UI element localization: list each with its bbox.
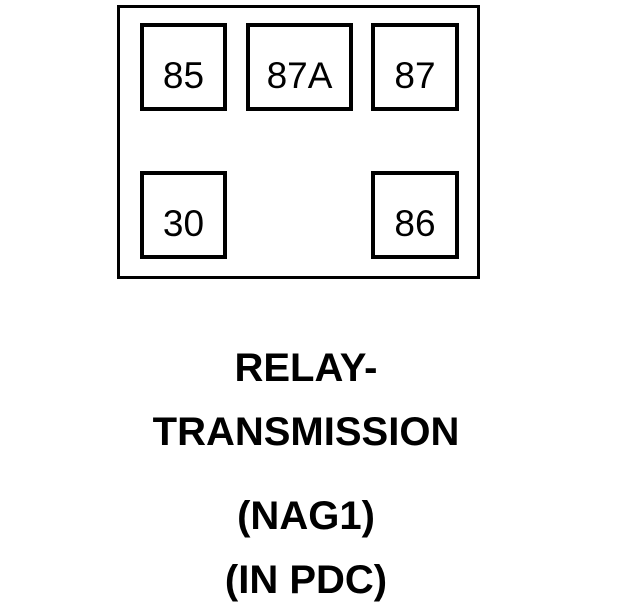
terminal-box-86[interactable]: 86: [371, 171, 459, 259]
caption-line-application: (NAG1): [237, 494, 375, 538]
relay-connector-outline: 85 87A 87 30 86: [117, 5, 480, 279]
caption-line-location: (IN PDC): [224, 558, 388, 602]
terminal-box-87a[interactable]: 87A: [246, 23, 353, 111]
terminal-label-86: 86: [394, 202, 436, 244]
terminal-box-87[interactable]: 87: [371, 23, 459, 111]
terminal-label-87a: 87A: [266, 54, 333, 96]
terminal-label-85: 85: [162, 54, 205, 96]
terminal-box-85[interactable]: 85: [140, 23, 227, 111]
terminal-label-87: 87: [394, 54, 436, 96]
caption-line-component-type: RELAY-: [234, 346, 378, 390]
relay-caption: RELAY- TRANSMISSION (NAG1) (IN PDC): [0, 336, 612, 612]
terminal-box-30[interactable]: 30: [140, 171, 227, 259]
terminal-label-30: 30: [162, 202, 205, 244]
caption-line-component-name: TRANSMISSION: [152, 410, 460, 454]
